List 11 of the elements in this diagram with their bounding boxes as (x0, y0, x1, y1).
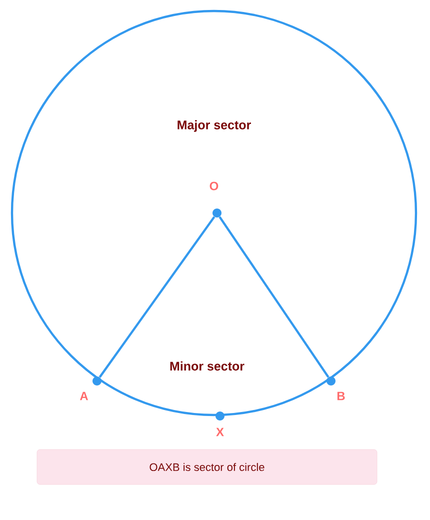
radius-line (218, 216, 330, 378)
point-label: A (80, 392, 88, 400)
radius-line (98, 216, 216, 378)
caption-box: OAXB is sector of circle (36, 449, 378, 485)
point-label: X (216, 428, 224, 436)
point-label: B (337, 392, 345, 400)
point (212, 208, 222, 218)
point (216, 412, 224, 420)
point (92, 376, 102, 386)
point (326, 376, 336, 386)
point-label: O (210, 182, 218, 190)
